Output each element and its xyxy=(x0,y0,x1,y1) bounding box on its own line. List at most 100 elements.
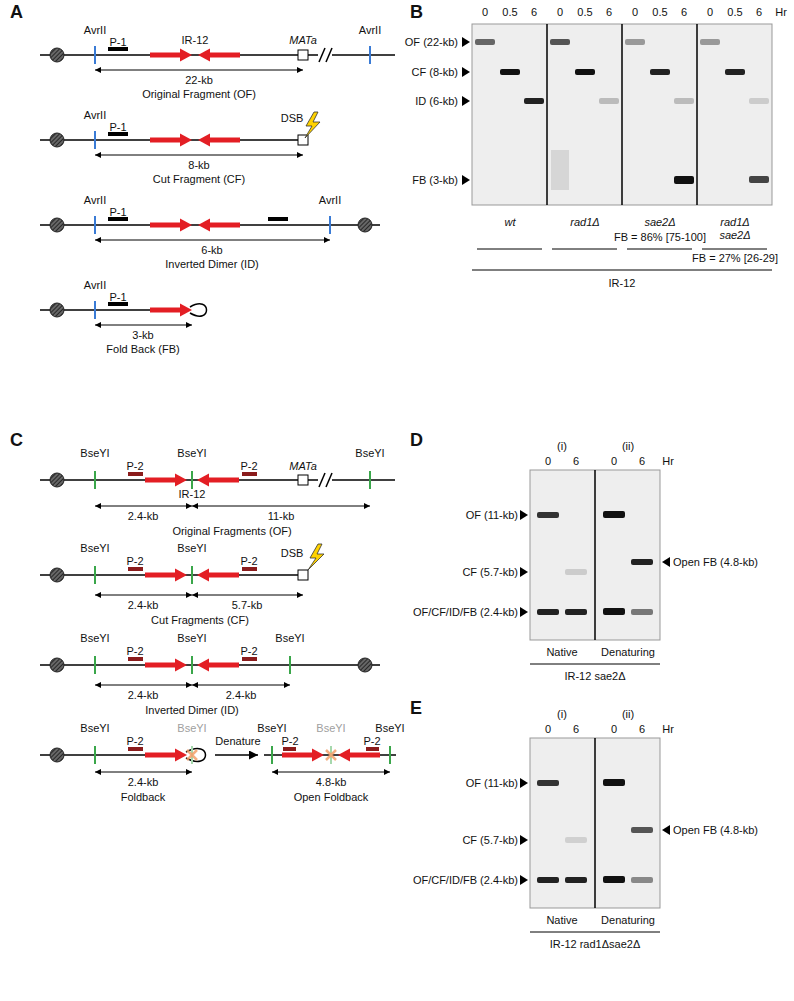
probe-bar xyxy=(108,47,288,306)
dimension-arrow xyxy=(192,506,370,507)
group-underline xyxy=(477,249,542,250)
text-label: Open FB (4.8-kb) xyxy=(673,824,758,837)
text-label: Hr xyxy=(775,6,787,19)
bseyi-site xyxy=(191,656,193,674)
mat-locus-box xyxy=(298,50,308,60)
band-pointer xyxy=(462,37,470,185)
mat-locus-box xyxy=(298,475,308,485)
inverted-repeat-arrow xyxy=(197,569,239,582)
text-label: IR-12 xyxy=(182,34,209,47)
text-label: CF (5.7-kb) xyxy=(462,566,518,579)
text-label: P-1 xyxy=(109,206,126,219)
text-label: P-2 xyxy=(126,735,143,748)
panel-letter: D xyxy=(410,430,423,451)
text-label: P-2 xyxy=(281,735,298,748)
gel-band xyxy=(565,877,587,883)
probe-bar xyxy=(242,657,257,661)
chromosome-line xyxy=(326,473,332,487)
centromere xyxy=(50,303,64,317)
panel-letter: C xyxy=(10,430,23,451)
gene-label: wt xyxy=(505,216,516,229)
time-point: 6 xyxy=(531,6,537,19)
text-label: 6 xyxy=(639,455,645,468)
text-label: OF (22-kb) xyxy=(405,36,458,49)
probe-bar xyxy=(128,567,143,571)
text-label: Open FB (4.8-kb) xyxy=(673,556,758,569)
gel-background xyxy=(472,24,772,205)
time-point: 0.5 xyxy=(727,6,742,19)
text-label: P-1 xyxy=(109,36,126,49)
dimension-arrow xyxy=(95,685,192,686)
band-pointer xyxy=(520,510,670,617)
lost-bseyi-site xyxy=(187,750,197,760)
strain-label: IR-12 rad1Δsae2Δ xyxy=(550,938,641,951)
text-label: Denature xyxy=(215,735,260,748)
gel-band xyxy=(475,39,495,45)
text-label: 5.7-kb xyxy=(232,599,263,612)
centromere xyxy=(358,658,372,672)
chromosome-line xyxy=(40,473,396,761)
time-point: 0 xyxy=(482,6,488,19)
text-label: 2.4-kb xyxy=(128,689,159,702)
text-label: 2.4-kb xyxy=(128,776,159,789)
text-label: FB (3-kb) xyxy=(412,174,458,187)
inverted-repeat-arrow xyxy=(145,474,187,487)
dimension-arrow xyxy=(95,506,390,772)
text-label: AvrII xyxy=(84,24,106,37)
bseyi-site xyxy=(95,471,390,764)
bseyi-site xyxy=(94,471,96,489)
bseyi-site xyxy=(191,566,193,584)
text-label: 11-kb xyxy=(268,510,295,523)
text-label: AvrII xyxy=(84,109,106,122)
text-label: (i) xyxy=(557,440,567,453)
probe-bar xyxy=(268,217,288,221)
panel-letter: A xyxy=(10,2,23,23)
panel-letter: E xyxy=(410,698,422,719)
text-label: IR-12 xyxy=(179,488,206,501)
text-label: 4.8-kb xyxy=(316,776,347,789)
lost-bseyi-site xyxy=(192,746,331,764)
probe-bar xyxy=(128,657,143,661)
avrii-site xyxy=(329,216,331,234)
centromere xyxy=(50,748,64,762)
text-label: Cut Fragment (CF) xyxy=(153,173,245,186)
band-pointer xyxy=(462,67,470,77)
text-label: 6 xyxy=(573,723,579,736)
mat-locus-box xyxy=(298,475,308,580)
text-label: 0 xyxy=(545,455,551,468)
mat-locus-box xyxy=(298,570,308,580)
gel-background xyxy=(594,738,596,908)
gel-band xyxy=(537,877,559,883)
band-pointer xyxy=(520,835,528,845)
dimension-arrow xyxy=(192,685,290,686)
gel-background xyxy=(547,24,697,205)
text-label: (i) xyxy=(557,708,567,721)
inverted-repeat-arrow xyxy=(197,474,239,487)
probe-bar xyxy=(283,747,296,751)
lost-bseyi-site xyxy=(187,746,336,764)
text-label: BseYI xyxy=(177,632,206,645)
dimension-arrow xyxy=(95,325,192,326)
gel-band xyxy=(674,98,694,104)
denature-arrow xyxy=(215,754,258,756)
text-label: Native xyxy=(546,914,577,927)
text-label: 22-kb xyxy=(185,74,213,87)
inverted-repeat-arrow xyxy=(150,49,192,62)
time-point: 0.5 xyxy=(652,6,667,19)
inverted-repeat-arrow xyxy=(198,134,240,147)
inverted-repeat-arrow xyxy=(198,219,240,232)
dimension-arrow xyxy=(95,506,192,507)
gel-band xyxy=(537,779,653,883)
gel-band xyxy=(631,609,653,615)
gel-band xyxy=(749,98,769,104)
text-label: P-1 xyxy=(109,121,126,134)
time-point: 0 xyxy=(707,6,713,19)
gel-background xyxy=(530,470,660,640)
gene-label: MATa xyxy=(289,34,317,47)
time-point: 0.5 xyxy=(502,6,517,19)
lost-bseyi-site xyxy=(187,750,197,760)
centromere xyxy=(50,568,64,582)
time-point: 0.5 xyxy=(577,6,592,19)
gel-background xyxy=(621,24,623,205)
